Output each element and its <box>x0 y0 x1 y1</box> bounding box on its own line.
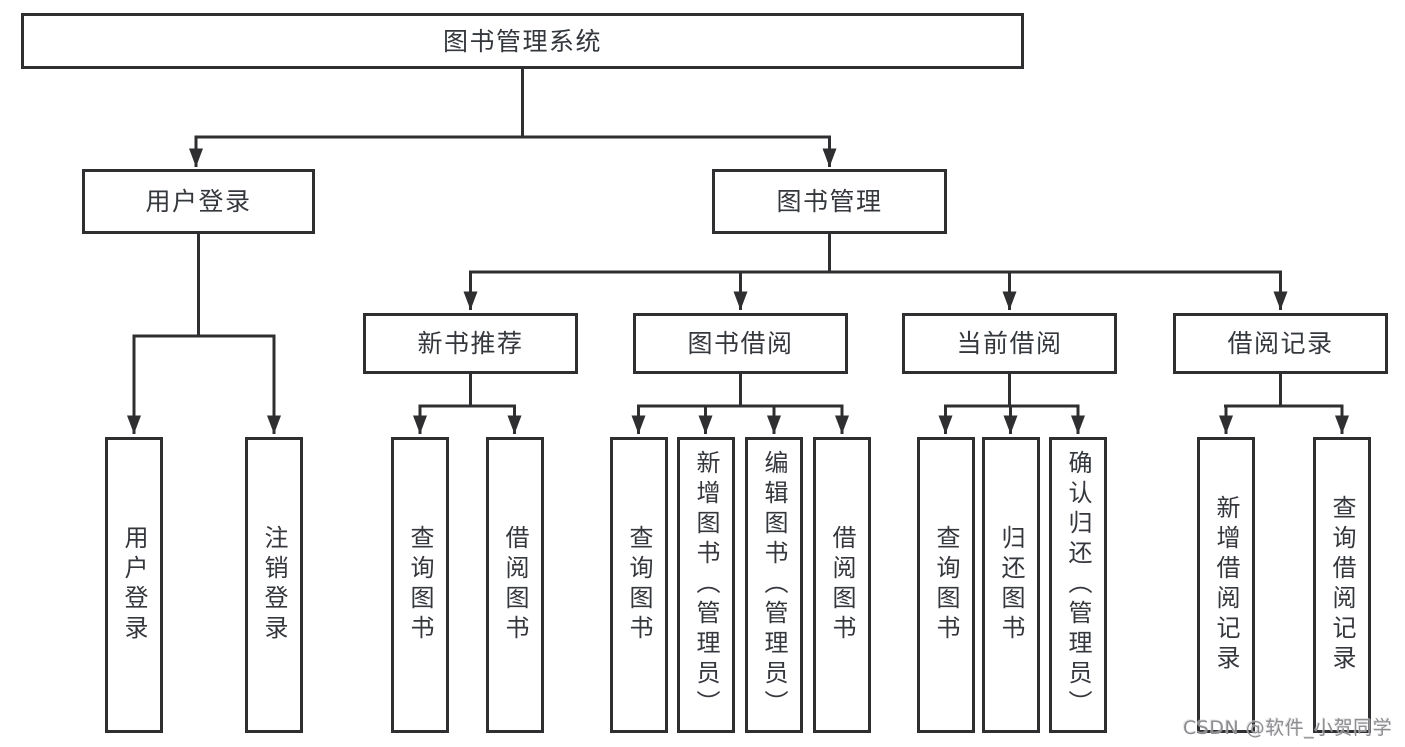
node-label: 借阅记录 <box>1227 329 1334 358</box>
leaf-label: 查询图书 <box>406 525 434 645</box>
node-user-login: 用户登录 <box>82 169 315 234</box>
borrowing-records-connectors <box>1219 374 1349 434</box>
leaf-label: 归还图书 <box>997 525 1025 645</box>
node-new-book-recommendation: 新书推荐 <box>363 313 578 374</box>
leaf-current-confirm-return-admin: 确认归还（管理员） <box>1049 437 1107 733</box>
leaf-label: 新增借阅记录 <box>1212 495 1240 675</box>
leaf-borrow-borrow-books: 借阅图书 <box>813 437 871 733</box>
node-borrowing-records: 借阅记录 <box>1173 313 1388 374</box>
node-label: 图书管理系统 <box>442 26 602 56</box>
node-label: 新书推荐 <box>417 329 524 358</box>
leaf-recommend-query-books: 查询图书 <box>391 437 449 733</box>
leaf-records-add-borrow-record: 新增借阅记录 <box>1197 437 1255 733</box>
node-current-borrowing: 当前借阅 <box>902 313 1117 374</box>
leaf-borrow-edit-books-admin: 编辑图书（管理员） <box>745 437 803 733</box>
leaf-user-login: 用户登录 <box>105 437 163 733</box>
leaf-label: 编辑图书（管理员） <box>760 450 788 720</box>
node-label: 图书管理 <box>776 187 883 216</box>
leaf-logout: 注销登录 <box>245 437 303 733</box>
node-label: 图书借阅 <box>687 329 794 358</box>
leaf-label: 查询借阅记录 <box>1328 495 1356 675</box>
leaf-borrow-add-books-admin: 新增图书（管理员） <box>677 437 735 733</box>
leaf-label: 借阅图书 <box>828 525 856 645</box>
leaf-current-query-books: 查询图书 <box>917 437 975 733</box>
book-management-connectors <box>463 234 1288 310</box>
node-label: 用户登录 <box>145 187 252 216</box>
book-borrowing-connectors <box>631 374 849 434</box>
leaf-label: 查询图书 <box>932 525 960 645</box>
new-book-recommendation-connectors <box>413 374 522 434</box>
node-book-borrowing: 图书借阅 <box>633 313 848 374</box>
root-connectors <box>189 69 837 167</box>
csdn-watermark: CSDN @软件_小贺同学 <box>1183 717 1393 739</box>
leaf-label: 查询图书 <box>625 525 653 645</box>
leaf-borrow-query-books: 查询图书 <box>610 437 668 733</box>
leaf-current-return-books: 归还图书 <box>982 437 1040 733</box>
node-system-root: 图书管理系统 <box>21 13 1024 69</box>
leaf-label: 确认归还（管理员） <box>1064 450 1092 720</box>
leaf-label: 新增图书（管理员） <box>692 450 720 720</box>
current-borrowing-connectors <box>938 374 1085 434</box>
leaf-label: 借阅图书 <box>501 525 529 645</box>
node-label: 当前借阅 <box>956 329 1063 358</box>
user-login-connectors <box>127 234 281 434</box>
leaf-label: 注销登录 <box>260 525 288 645</box>
leaf-recommend-borrow-books: 借阅图书 <box>486 437 544 733</box>
node-book-management: 图书管理 <box>712 169 947 234</box>
leaf-records-query-borrow-record: 查询借阅记录 <box>1313 437 1371 733</box>
leaf-label: 用户登录 <box>120 525 148 645</box>
